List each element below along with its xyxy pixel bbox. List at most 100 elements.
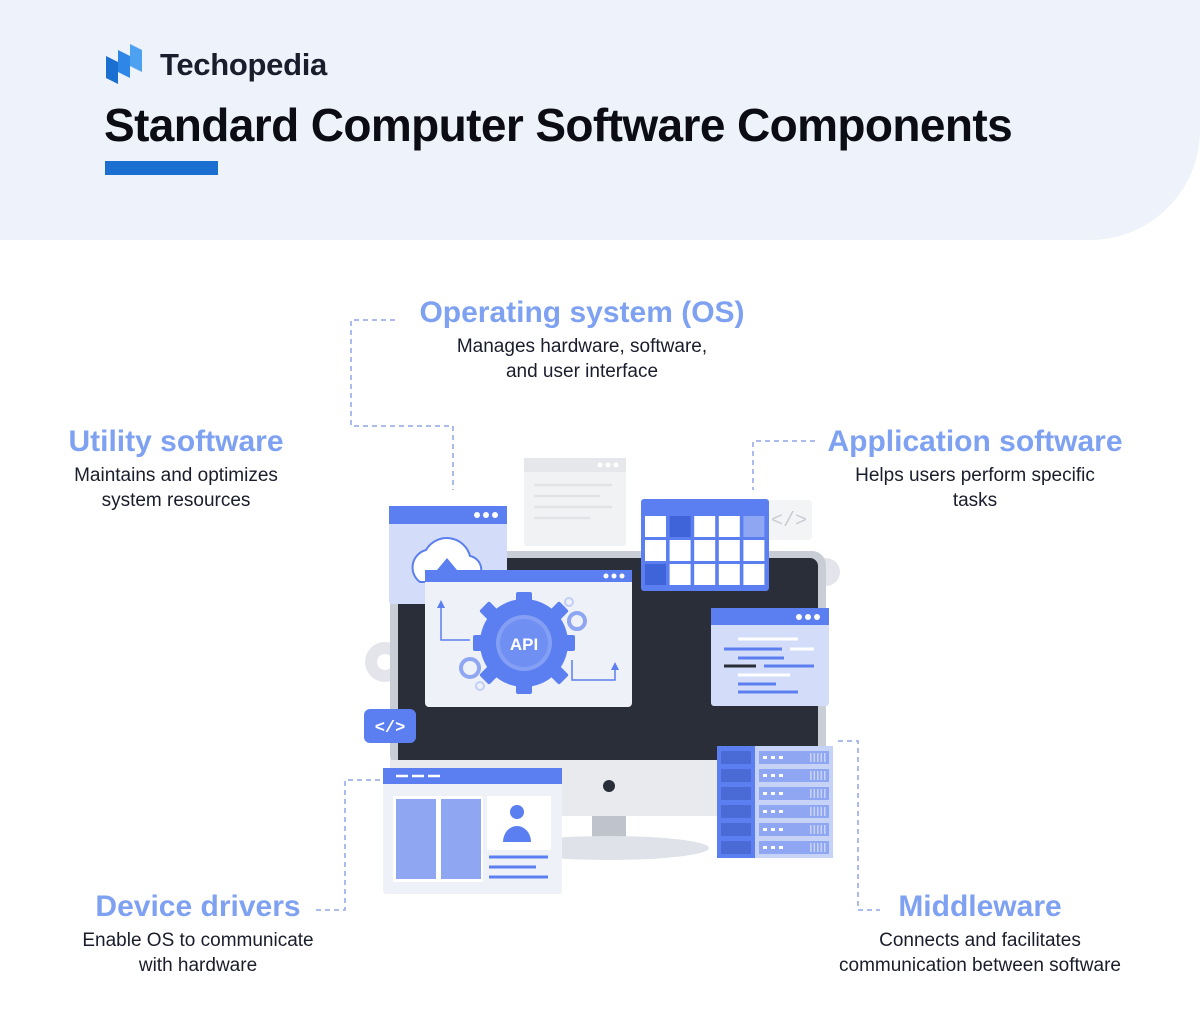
faded-code-tag-text: </> <box>771 510 807 533</box>
illustration-cell <box>810 807 812 816</box>
illustration-cell <box>779 774 783 777</box>
os-description-line1: Manages hardware, software, <box>456 336 708 357</box>
utility-description-line1: Maintains and optimizes <box>74 465 278 486</box>
illustration-cell <box>645 516 666 537</box>
illustration-cell <box>824 825 826 834</box>
device-driver-window <box>383 768 562 894</box>
illustration-cell <box>694 540 716 561</box>
illustration-cell <box>721 823 751 836</box>
middleware-heading: Middleware <box>898 890 1062 923</box>
drivers-heading: Device drivers <box>95 890 301 923</box>
illustration-cell <box>645 564 666 585</box>
illustration-cell <box>721 769 751 782</box>
illustration-cell <box>718 516 740 537</box>
illustration-cell <box>810 843 812 852</box>
application-description-line1: Helps users perform specific <box>855 465 1095 486</box>
illustration-cell <box>721 751 751 764</box>
title-underline <box>105 161 218 175</box>
application-connector <box>752 440 815 490</box>
illustration-cell <box>779 846 783 849</box>
drivers-description-line2: with hardware <box>138 955 258 976</box>
illustration-cell <box>817 753 819 762</box>
faded-code-tag <box>766 500 812 540</box>
code-tag-text: </> <box>375 719 406 738</box>
brand-logo[interactable]: Techopedia <box>104 44 327 86</box>
illustration-cell <box>813 789 816 798</box>
middleware-label: Middleware Connects and facilitates comm… <box>800 890 1160 978</box>
illustration-cell <box>817 843 819 852</box>
illustration-cell <box>763 810 767 813</box>
illustration-cell <box>743 564 765 585</box>
illustration-cell <box>779 828 783 831</box>
api-label: API <box>510 635 538 654</box>
illustration-cell <box>669 516 691 537</box>
utility-description-line2: system resources <box>101 490 251 511</box>
middleware-description-line1: Connects and facilitates <box>879 930 1081 951</box>
illustration-cell <box>779 810 783 813</box>
application-description-line2: tasks <box>952 490 998 511</box>
page-title: Standard Computer Software Components <box>104 99 1013 151</box>
illustration-cell <box>771 810 775 813</box>
illustration-cell <box>810 825 812 834</box>
drivers-description-line1: Enable OS to communicate <box>82 930 314 951</box>
application-heading: Application software <box>827 425 1123 458</box>
illustration-cell <box>669 540 691 561</box>
api-gear-icon <box>473 592 575 694</box>
illustration-cell <box>824 843 826 852</box>
techopedia-logo-icon <box>106 44 142 84</box>
middleware-description-line2: communication between software <box>839 955 1121 976</box>
os-connector <box>350 319 454 490</box>
illustration-cell <box>813 843 816 852</box>
drivers-label: Device drivers Enable OS to communicate … <box>48 890 348 978</box>
illustration-cell <box>813 807 816 816</box>
illustration-cell <box>810 771 812 780</box>
illustration-cell <box>813 825 816 834</box>
illustration-cell <box>771 792 775 795</box>
os-description-line2: and user interface <box>505 361 659 382</box>
illustration-cell <box>820 807 823 816</box>
illustration-cell <box>817 789 819 798</box>
user-profile-icon <box>503 805 531 842</box>
brand-name: Techopedia <box>160 47 327 82</box>
illustration-cell <box>824 771 826 780</box>
illustration-cell <box>813 771 816 780</box>
background-code-window <box>524 458 626 546</box>
os-heading: Operating system (OS) <box>419 296 745 329</box>
utility-heading: Utility software <box>68 425 284 458</box>
illustration-cell <box>763 846 767 849</box>
illustration-cell <box>817 771 819 780</box>
illustration-cell <box>779 756 783 759</box>
illustration-cell <box>820 771 823 780</box>
api-window: API <box>425 570 632 707</box>
illustration-cell <box>810 753 812 762</box>
illustration-cell <box>820 843 823 852</box>
illustration-cell <box>813 753 816 762</box>
header-background <box>0 0 1200 240</box>
illustration-cell <box>694 564 716 585</box>
illustration-cell <box>763 792 767 795</box>
illustration-cell <box>824 789 826 798</box>
utility-label: Utility software Maintains and optimizes… <box>26 425 326 513</box>
illustration-cell <box>779 792 783 795</box>
illustration-cell <box>820 789 823 798</box>
illustration-cell <box>824 807 826 816</box>
illustration-cell <box>694 516 716 537</box>
illustration-cell <box>763 756 767 759</box>
illustration-cell <box>645 540 666 561</box>
text-document-window <box>711 608 829 706</box>
application-label: Application software Helps users perform… <box>800 425 1150 513</box>
illustration-cell <box>669 564 691 585</box>
server-rack-icon <box>717 746 833 858</box>
small-gear-icon <box>567 611 587 631</box>
illustration-cell <box>771 774 775 777</box>
computer-illustration: API </> </> <box>364 458 840 894</box>
illustration-cell <box>743 516 765 537</box>
illustration-cell <box>820 825 823 834</box>
calendar-grid-window <box>641 499 769 591</box>
small-gear-icon <box>459 657 481 679</box>
illustration-cell <box>817 807 819 816</box>
illustration-cell <box>763 774 767 777</box>
illustration-cell <box>817 825 819 834</box>
illustration-cell <box>810 789 812 798</box>
